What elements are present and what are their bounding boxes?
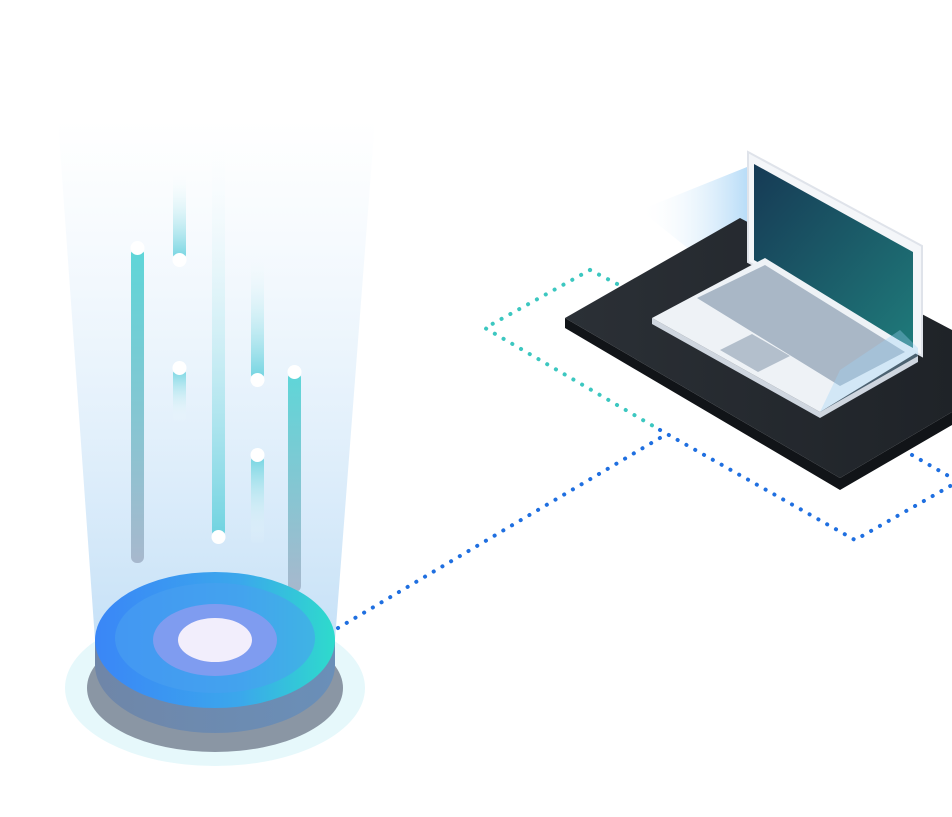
bar-dot bbox=[287, 365, 302, 379]
bar-dot bbox=[172, 361, 187, 375]
bar bbox=[251, 250, 264, 380]
blue-dotted-line bbox=[336, 433, 667, 630]
laptop-base-side bbox=[652, 318, 918, 418]
laptop-keyboard bbox=[697, 265, 905, 386]
disc-center bbox=[178, 618, 252, 662]
bar bbox=[173, 170, 186, 260]
bar-dot bbox=[250, 448, 265, 462]
dotted-connections bbox=[336, 268, 952, 630]
bar-dot bbox=[250, 373, 265, 387]
bar-dot bbox=[130, 241, 145, 255]
bar bbox=[173, 368, 186, 423]
laptop-touchpad bbox=[720, 334, 790, 372]
base-disc bbox=[65, 572, 365, 766]
bar bbox=[131, 248, 144, 563]
bar bbox=[251, 455, 264, 545]
bar bbox=[288, 372, 301, 592]
teal-dotted-path bbox=[480, 268, 662, 432]
blue-dotted-path bbox=[658, 428, 952, 543]
data-bars bbox=[130, 130, 302, 592]
bar-dot bbox=[172, 253, 187, 267]
bar bbox=[212, 130, 225, 537]
bar-dot bbox=[211, 530, 226, 544]
laptop-screen bbox=[754, 164, 913, 348]
laptop bbox=[652, 150, 923, 418]
